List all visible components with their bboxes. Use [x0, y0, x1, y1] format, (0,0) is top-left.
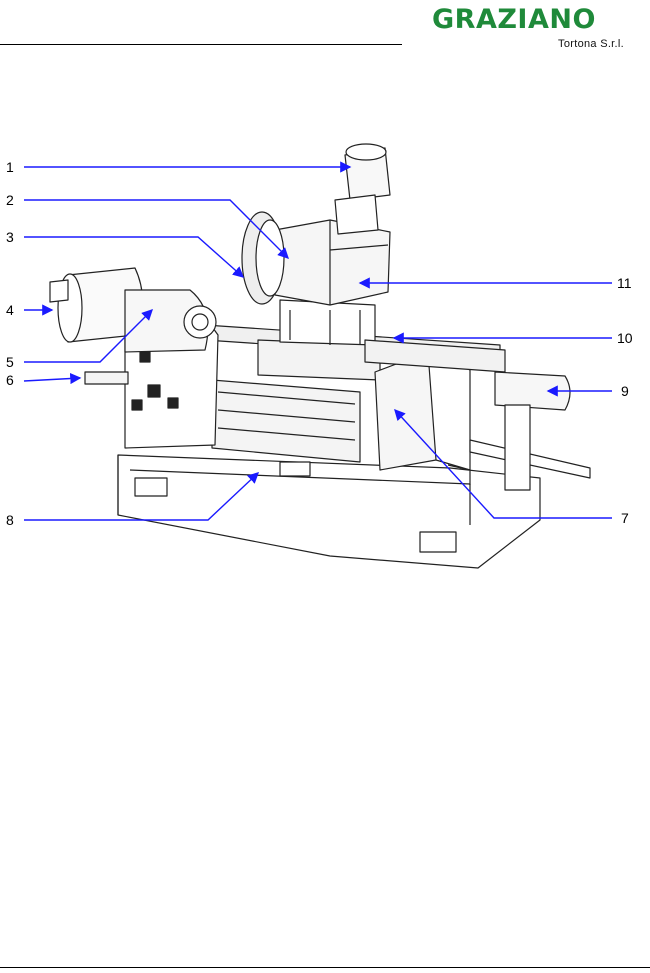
- callout-label-7: 7: [621, 510, 629, 526]
- callout-label-1: 1: [6, 159, 14, 175]
- callout-label-10: 10: [617, 330, 633, 346]
- callout-label-11: 11: [617, 275, 632, 291]
- callout-arrow-6: [23, 372, 82, 385]
- logo-subtitle: Tortona S.r.l.: [558, 38, 624, 50]
- callout-label-3: 3: [6, 229, 14, 245]
- callout-label-5: 5: [6, 354, 14, 370]
- callout-arrow-7: [394, 408, 612, 519]
- header-rule: [0, 44, 402, 45]
- tailstock: [374, 351, 437, 471]
- callout-label-8: 8: [6, 512, 14, 528]
- callout-arrow-2: [24, 199, 289, 259]
- callout-label-4: 4: [6, 302, 14, 318]
- cross-slide: [257, 339, 381, 381]
- turret-body: [274, 219, 391, 306]
- vertical-column: [279, 299, 376, 346]
- callout-arrow-8: [24, 472, 260, 521]
- bar-tube: [84, 371, 129, 385]
- company-logo: GRAZIANO Tortona S.r.l.: [432, 4, 628, 54]
- callout-label-6: 6: [6, 372, 14, 388]
- logo-wordmark: GRAZIANO: [432, 4, 596, 35]
- footer-rule: [0, 967, 650, 968]
- callout-arrow-5: [24, 309, 153, 363]
- callout-label-9: 9: [621, 383, 629, 399]
- callout-label-2: 2: [6, 192, 14, 208]
- callout-arrow-3: [24, 236, 245, 278]
- chip-conveyor: [494, 371, 571, 411]
